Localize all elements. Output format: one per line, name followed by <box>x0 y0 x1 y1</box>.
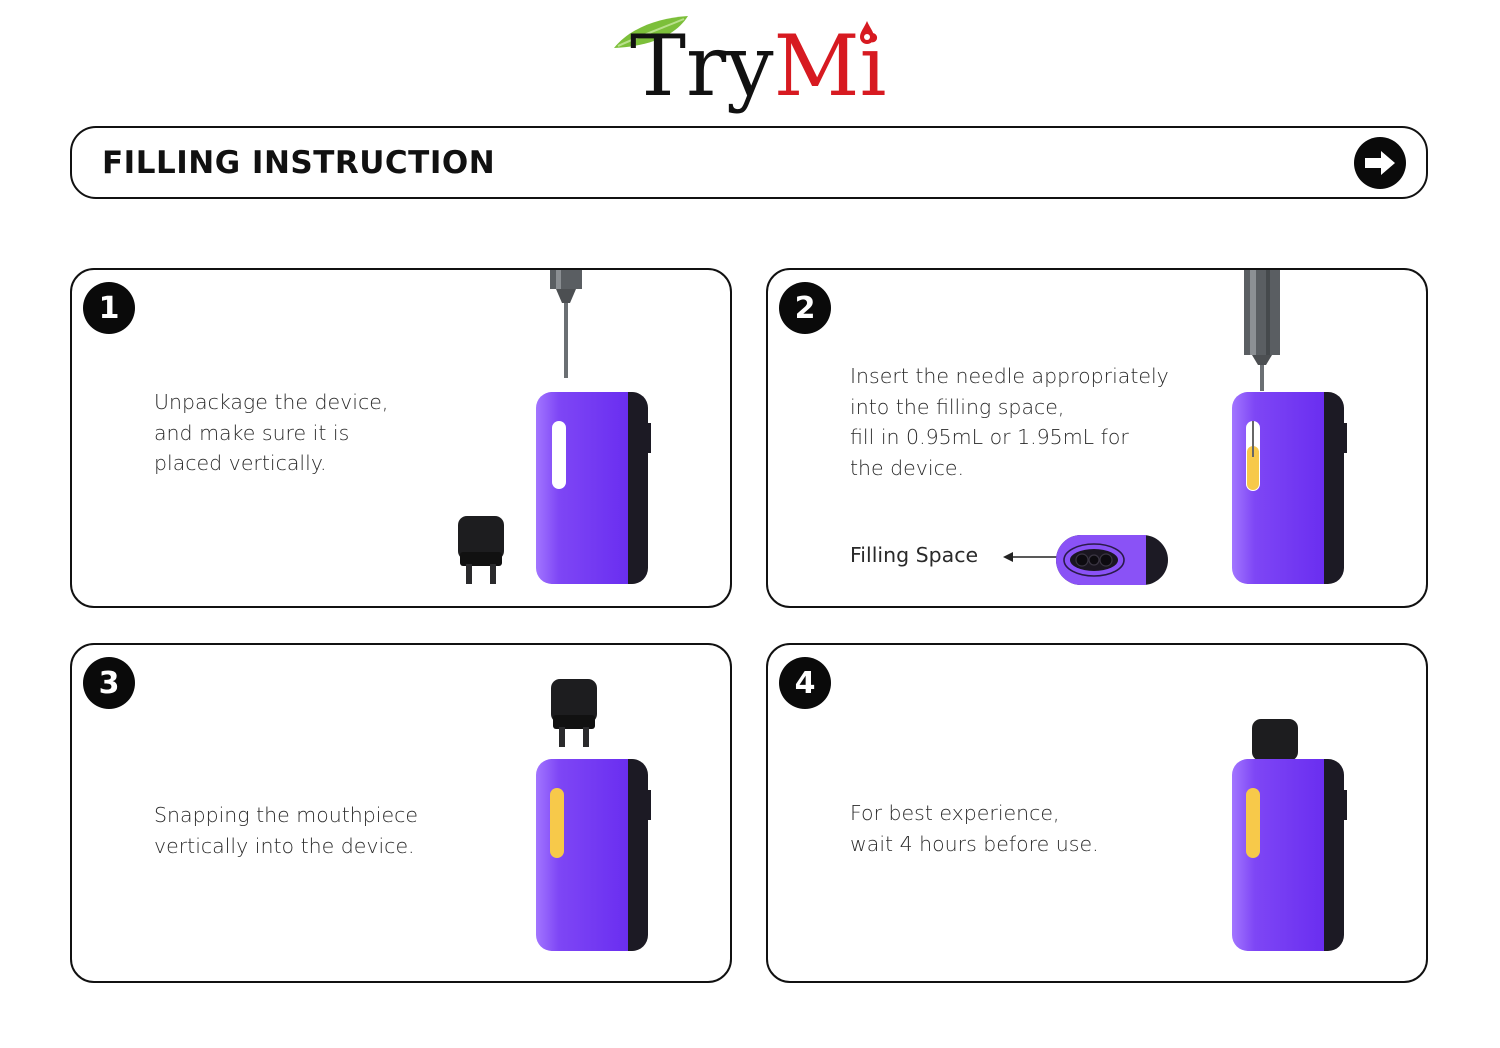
step-description: Snapping the mouthpiece vertically into … <box>154 800 418 861</box>
step-card-4: 4 For best experience, wait 4 hours befo… <box>766 643 1428 983</box>
step-number-badge: 1 <box>83 282 135 334</box>
vape-device-assembled-icon <box>1232 759 1347 951</box>
step-line: the device. <box>850 455 965 480</box>
step-line: into the filling space, <box>850 394 1065 419</box>
step-description: Unpackage the device, and make sure it i… <box>154 387 388 479</box>
device-top-view-icon <box>1056 535 1168 585</box>
vape-device-icon <box>536 759 651 951</box>
next-button[interactable] <box>1354 136 1406 189</box>
step-card-1: 1 Unpackage the device, and make sure it… <box>70 268 732 608</box>
mouthpiece-attached-icon <box>1252 719 1298 761</box>
leaf-icon <box>614 16 688 48</box>
arrow-left-icon <box>1003 552 1063 562</box>
vape-device-icon <box>536 392 651 584</box>
step-line: Insert the needle appropriately <box>850 364 1169 388</box>
brand-try: Try <box>630 17 774 115</box>
step-card-2: 2 Insert the needle appropriately into t… <box>766 268 1428 608</box>
step-line: and make sure it is <box>154 420 350 445</box>
step-line: For best experience, <box>850 801 1060 825</box>
step-line: placed vertically. <box>154 451 327 475</box>
syringe-needle-icon <box>550 270 582 378</box>
syringe-icon <box>1244 270 1280 391</box>
mouthpiece-icon <box>458 516 504 584</box>
droplet-icon <box>860 21 874 44</box>
step-line: wait 4 hours before use. <box>850 831 1099 856</box>
filling-space-label: Filling Space <box>850 543 979 567</box>
vape-device-filling-icon <box>1232 392 1347 584</box>
trymi-logo: TryMi <box>612 8 887 120</box>
brand-wordmark: TryMi <box>630 24 887 108</box>
step-line: Snapping the mouthpiece <box>154 803 418 827</box>
step-line: fill in 0.95mL or 1.95mL for <box>850 425 1129 449</box>
step-card-3: 3 Snapping the mouthpiece vertically int… <box>70 643 732 983</box>
step-number-badge: 3 <box>83 657 135 709</box>
step-description: Insert the needle appropriately into the… <box>850 361 1169 483</box>
header-bar: FILLING INSTRUCTION <box>70 126 1428 199</box>
step-number-badge: 4 <box>779 657 831 709</box>
step-description: For best experience, wait 4 hours before… <box>850 798 1099 859</box>
step-number-badge: 2 <box>779 282 831 334</box>
arrow-right-icon <box>1365 150 1395 175</box>
step-line: Unpackage the device, <box>154 390 389 414</box>
step-line: vertically into the device. <box>154 833 415 858</box>
page-title: FILLING INSTRUCTION <box>102 144 496 181</box>
mouthpiece-icon <box>551 679 597 747</box>
